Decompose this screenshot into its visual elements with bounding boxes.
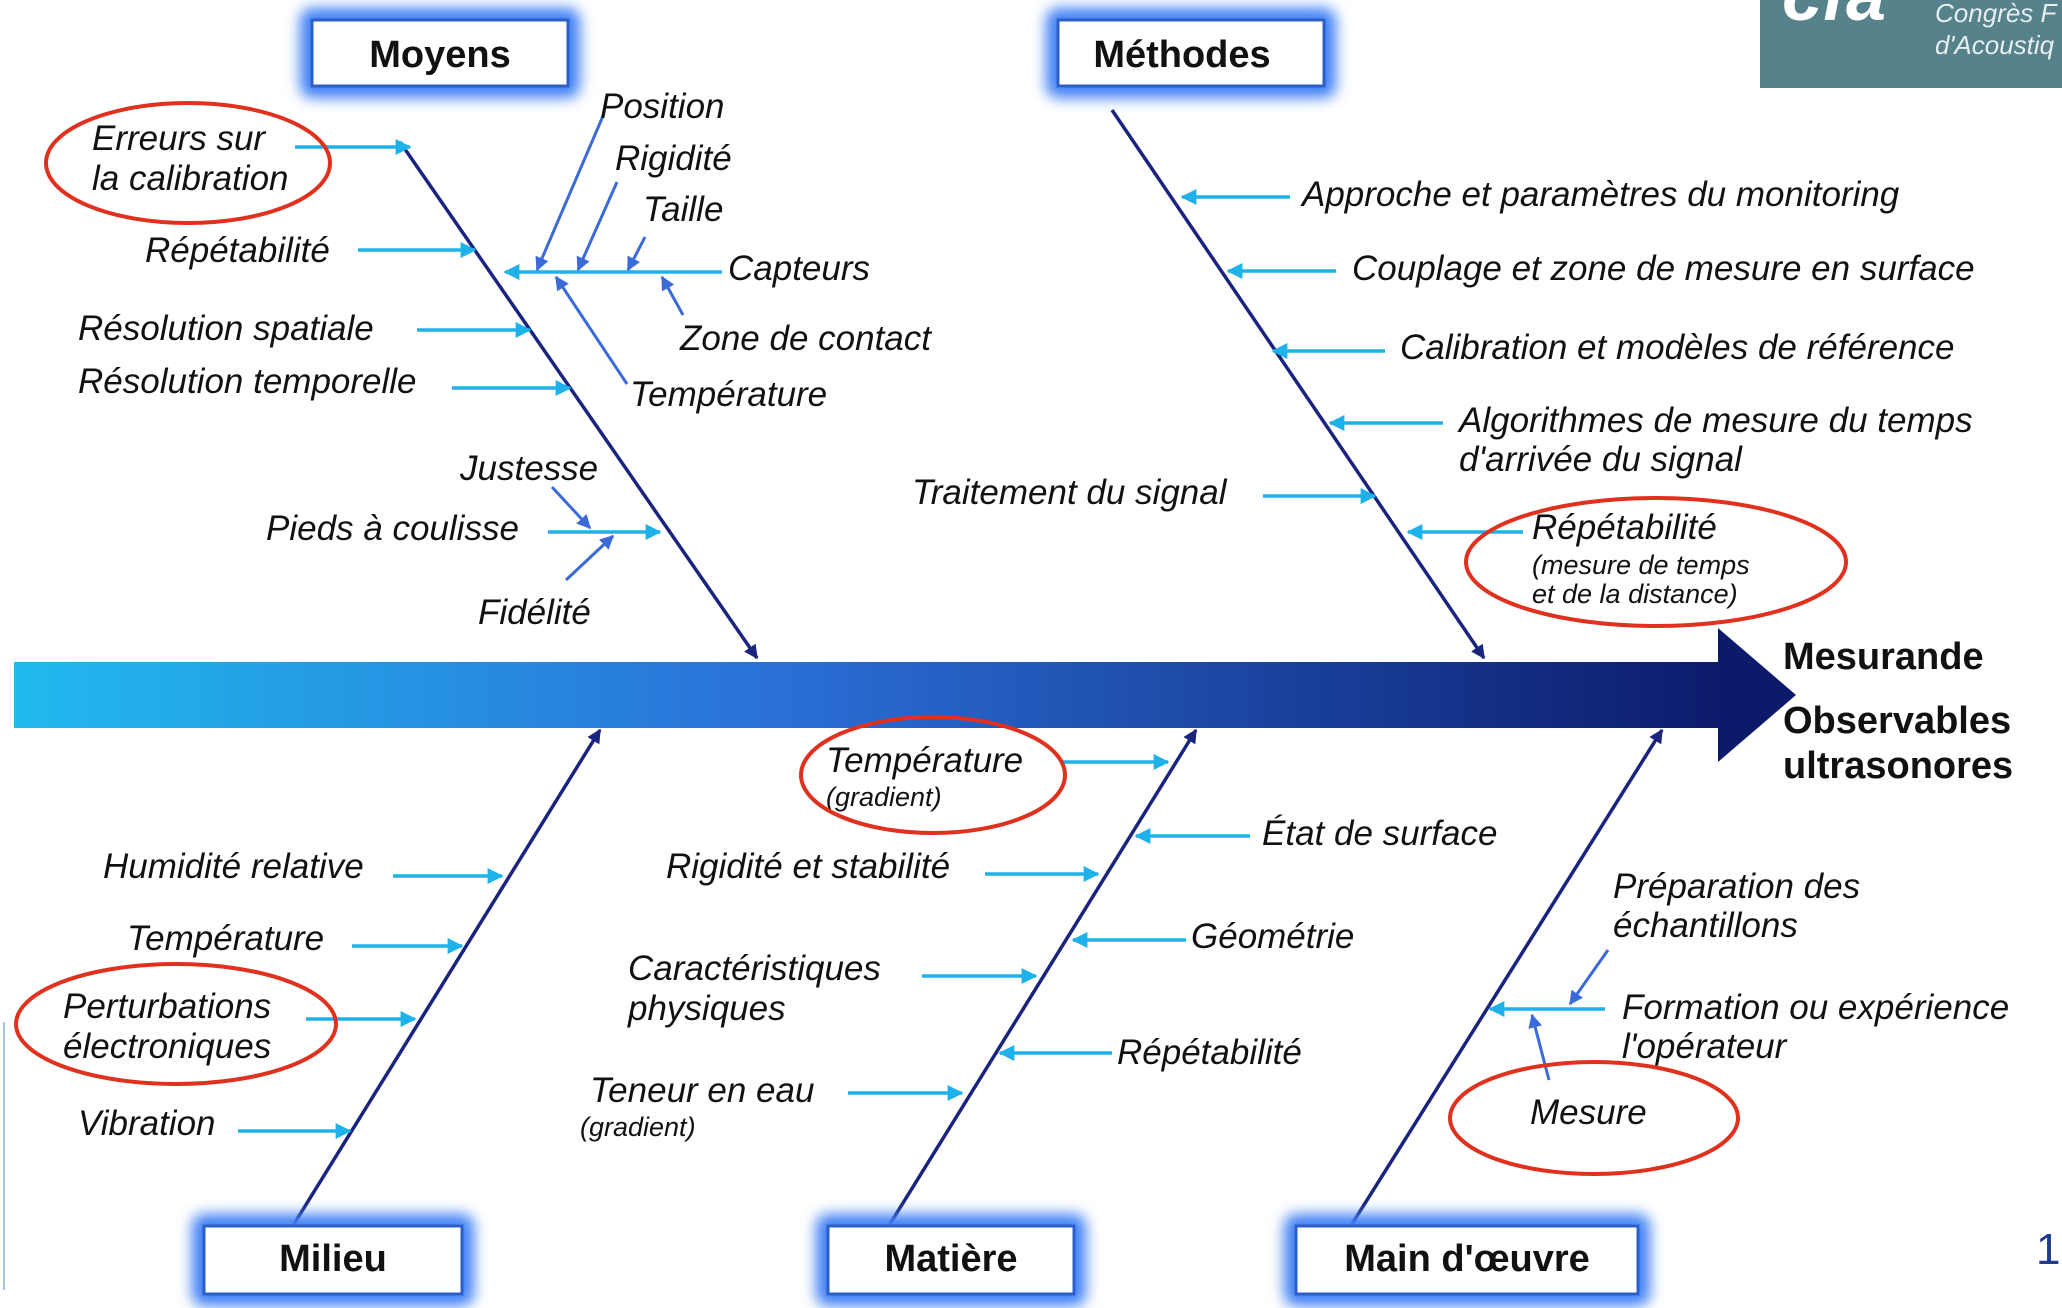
bone-milieu (292, 728, 602, 1225)
bone-main-oeuvre (1350, 728, 1664, 1225)
arrow-justesse (550, 485, 592, 530)
cause-repetabilite-moyens: Répétabilité (145, 231, 330, 270)
category-box-milieu: Milieu (192, 1214, 474, 1306)
cause-perturbations-line1: Perturbations (63, 987, 271, 1026)
category-box-moyens: Moyens (300, 8, 580, 98)
bone-moyens (398, 141, 759, 660)
cause-repetabilite-methodes: Répétabilité (1532, 508, 1717, 547)
cause-temperature-milieu: Température (127, 919, 324, 958)
cause-temperature-matiere: Température (826, 741, 1023, 780)
category-box-matiere: Matière (816, 1214, 1086, 1306)
logo-line-1: Congrès F (1935, 0, 2058, 28)
effect-label-observables: Observables (1783, 700, 2011, 742)
cause-perturbations-line2: électroniques (63, 1027, 271, 1066)
cause-preparation-line1: Préparation des (1613, 867, 1860, 906)
cause-justesse: Justesse (459, 449, 598, 488)
highlight-repetabilite-methodes (1464, 496, 1848, 628)
effect-label-ultrasonores: ultrasonores (1783, 745, 2013, 787)
arrow-position (535, 115, 605, 272)
cause-formation-line1: Formation ou expérience (1622, 988, 2009, 1027)
cause-humidite: Humidité relative (103, 847, 364, 886)
cause-capteurs: Capteurs (728, 249, 870, 288)
category-title-milieu: Milieu (279, 1238, 387, 1280)
category-box-methodes: Méthodes (1046, 8, 1336, 98)
cause-pieds-coulisse: Pieds à coulisse (266, 509, 519, 548)
arrow-fidelite (564, 534, 615, 582)
cause-repetabilite-methodes-sub1: (mesure de temps (1532, 550, 1750, 580)
cause-zone-contact: Zone de contact (679, 319, 932, 358)
cause-caracteristiques-line1: Caractéristiques (628, 949, 881, 988)
category-title-matiere: Matière (884, 1238, 1017, 1280)
arrow-taille (626, 236, 647, 272)
cause-algorithmes-line2: d'arrivée du signal (1459, 440, 1743, 479)
logo-mark: cfa (1782, 0, 1886, 36)
cause-taille: Taille (643, 190, 723, 229)
highlight-perturbations (14, 962, 338, 1086)
cfa-logo: cfa Congrès F d'Acoustiq (1760, 0, 2062, 88)
cause-resolution-temporelle: Résolution temporelle (78, 362, 417, 401)
effect-label-mesurande: Mesurande (1783, 636, 1984, 678)
cause-resolution-spatiale: Résolution spatiale (78, 309, 374, 348)
cause-temperature-capteurs: Température (630, 375, 827, 414)
cause-caracteristiques-line2: physiques (627, 989, 786, 1028)
cause-approche: Approche et paramètres du monitoring (1300, 175, 1900, 214)
cause-traitement-signal: Traitement du signal (912, 473, 1228, 512)
bone-matiere (888, 728, 1198, 1225)
cause-algorithmes-line1: Algorithmes de mesure du temps (1457, 401, 1973, 440)
category-box-main-oeuvre: Main d'œuvre (1284, 1214, 1650, 1306)
cause-preparation-line2: échantillons (1613, 906, 1798, 945)
arrow-rigidite-capteurs (576, 181, 619, 272)
cause-teneur-eau-sub: (gradient) (580, 1112, 696, 1142)
cause-repetabilite-matiere: Répétabilité (1117, 1033, 1302, 1072)
logo-line-2: d'Acoustiq (1935, 30, 2055, 60)
cause-fidelite: Fidélité (478, 593, 591, 632)
cause-geometrie: Géométrie (1191, 917, 1354, 956)
category-title-methodes: Méthodes (1093, 34, 1270, 76)
cause-teneur-eau: Teneur en eau (590, 1071, 814, 1110)
page-number: 1 (2036, 1225, 2060, 1274)
category-title-main-oeuvre: Main d'œuvre (1344, 1238, 1590, 1280)
bone-methodes (1110, 109, 1486, 660)
cause-rigidite-capteurs: Rigidité (615, 139, 732, 178)
cause-couplage: Couplage et zone de mesure en surface (1352, 249, 1975, 288)
category-title-moyens: Moyens (369, 34, 510, 76)
spine-arrow (14, 628, 1796, 762)
highlight-temperature-matiere (799, 715, 1067, 835)
cause-formation-line2: l'opérateur (1622, 1027, 1788, 1066)
highlight-erreurs-calibration (44, 101, 332, 225)
cause-etat-surface: État de surface (1262, 814, 1497, 853)
cause-mesure: Mesure (1530, 1093, 1647, 1132)
arrow-zone-contact (660, 275, 685, 316)
cause-temperature-matiere-sub: (gradient) (826, 782, 942, 812)
cause-erreurs-calibration-line1: Erreurs sur (92, 119, 266, 158)
highlight-mesure (1448, 1060, 1740, 1176)
cause-calibration-modeles: Calibration et modèles de référence (1400, 328, 1954, 367)
arrow-mesure (1528, 1013, 1551, 1081)
cause-erreurs-calibration-line2: la calibration (92, 159, 289, 198)
cause-rigidite-stabilite: Rigidité et stabilité (666, 847, 950, 886)
arrow-preparation (1568, 949, 1610, 1006)
cause-position: Position (600, 87, 725, 126)
cause-repetabilite-methodes-sub2: et de la distance) (1532, 579, 1738, 609)
arrow-temperature-capteurs (554, 275, 629, 385)
cause-vibration: Vibration (78, 1104, 216, 1143)
